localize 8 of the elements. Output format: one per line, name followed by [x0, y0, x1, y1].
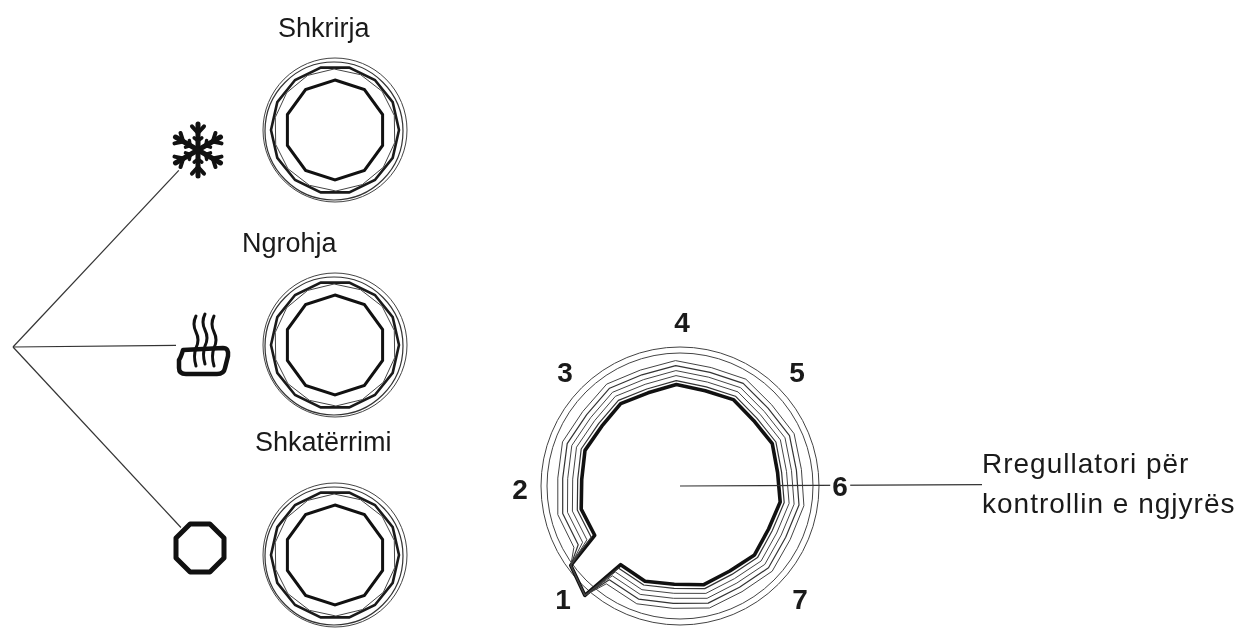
leader-line: [12, 169, 180, 348]
callout-label: Rregullatori për kontrollin e ngjyrës: [982, 444, 1250, 524]
leader-line: [12, 346, 182, 529]
knob-label: Shkatërrimi: [255, 426, 392, 458]
leader-line: [12, 344, 177, 348]
leader-line: [679, 484, 983, 487]
knob-label: Ngrohja: [242, 227, 337, 259]
knob-label: Shkrirja: [278, 12, 370, 44]
